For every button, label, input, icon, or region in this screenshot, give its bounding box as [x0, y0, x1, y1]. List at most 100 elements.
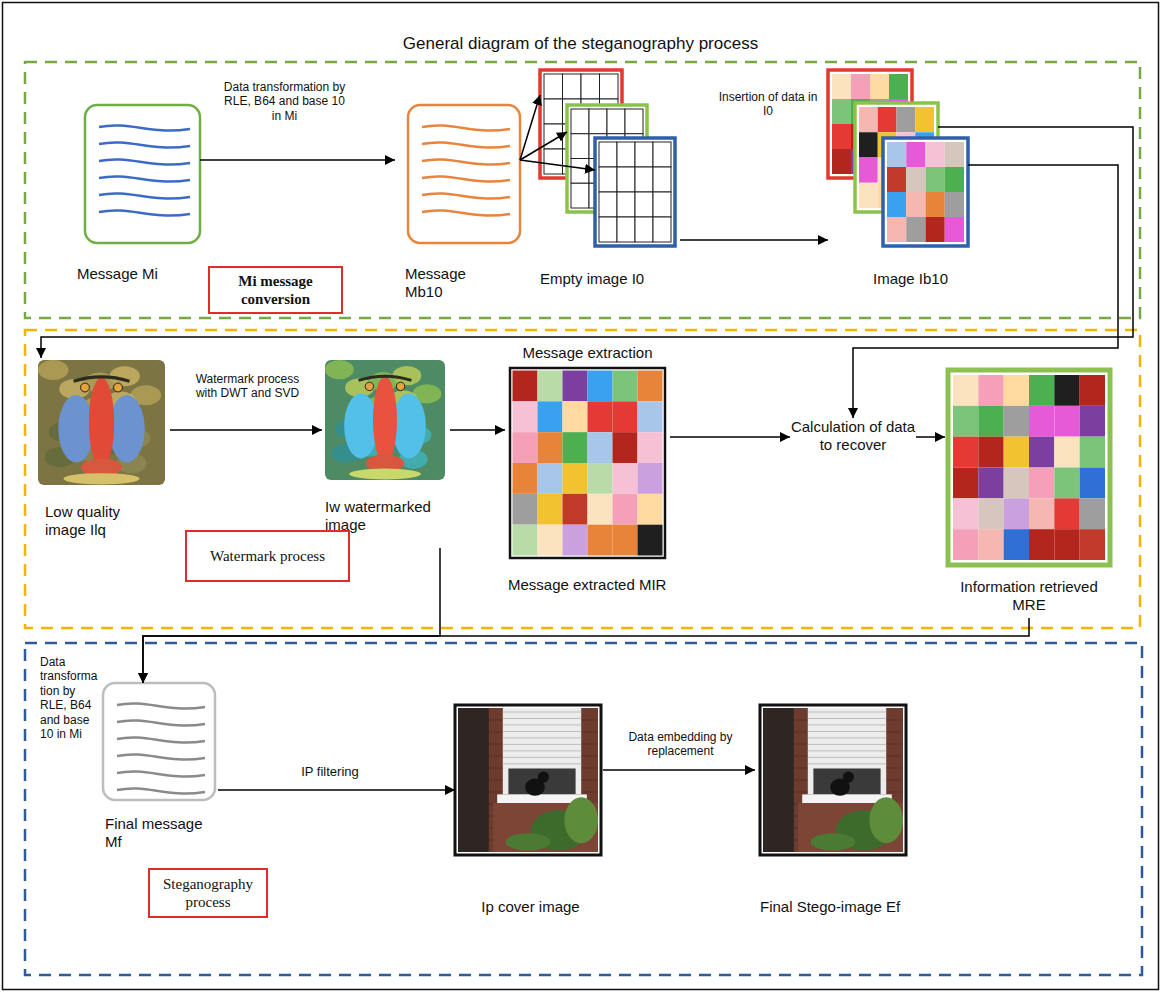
- illustration-part: [832, 149, 851, 174]
- illustration-part: [503, 718, 581, 719]
- illustration-part: [808, 718, 886, 719]
- grid-node: Information retrieved MRE: [945, 368, 1113, 618]
- illustration-part: [953, 529, 978, 560]
- illustration-part: [563, 463, 588, 494]
- illustration-part: [1080, 468, 1105, 499]
- illustration-part: [887, 167, 906, 192]
- node-caption: Iw watermarked image: [325, 498, 447, 534]
- illustration-part: [953, 498, 978, 529]
- image-stack: [540, 70, 675, 246]
- illustration-part: [613, 401, 638, 432]
- illustration-part: [563, 494, 588, 525]
- node-caption: Information retrieved MRE: [959, 578, 1099, 614]
- illustration-part: [625, 109, 643, 134]
- node-caption: Final Stego-image Ef: [760, 898, 950, 916]
- illustration-part: [763, 708, 794, 852]
- illustration-part: [859, 132, 878, 157]
- pixel-grid: [510, 368, 665, 558]
- illustration-part: [808, 708, 886, 794]
- illustration-part: [617, 142, 635, 167]
- illustration-part: [613, 494, 638, 525]
- connector: [520, 95, 595, 170]
- illustration-part: [564, 797, 598, 843]
- illustration-part: [978, 375, 1003, 406]
- connector-line: [41, 127, 1133, 358]
- illustration-part: [869, 797, 903, 843]
- illustration-part: [906, 192, 925, 217]
- illustration-part: [117, 771, 205, 776]
- pixel-grid: [948, 370, 1110, 565]
- dashed-panel: [25, 330, 1140, 628]
- illustration-part: [325, 360, 354, 379]
- illustration-part: [458, 708, 489, 852]
- illustration-part: [653, 142, 671, 167]
- illustration-part: [359, 376, 412, 380]
- illustration-part: [538, 371, 563, 402]
- illustration-part: [396, 382, 404, 390]
- image-node: Low quality image Ilq: [35, 358, 170, 553]
- process-step: Calculation of data to recover: [790, 418, 916, 456]
- illustration-part: [89, 378, 114, 468]
- illustration-part: [365, 382, 373, 390]
- illustration-part: [503, 757, 581, 758]
- baboon-image: [38, 360, 165, 485]
- illustration-part: [1080, 375, 1105, 406]
- illustration-part: [117, 754, 205, 759]
- illustration-part: [859, 107, 878, 132]
- illustration-part: [635, 192, 653, 217]
- illustration-part: [808, 731, 886, 732]
- illustration-part: [870, 74, 889, 99]
- edge-label: Data transformation by RLE, B64 and base…: [222, 80, 347, 123]
- illustration-part: [99, 210, 190, 215]
- illustration-part: [1054, 437, 1079, 468]
- connector: [143, 618, 1029, 683]
- illustration-part: [1004, 498, 1029, 529]
- illustration-part: [638, 432, 663, 463]
- illustration-part: [513, 525, 538, 556]
- illustration-part: [1080, 498, 1105, 529]
- illustration-part: [513, 401, 538, 432]
- illustration-part: [595, 138, 675, 246]
- connector-line: [853, 165, 1118, 418]
- illustration-part: [99, 193, 190, 198]
- illustration-part: [889, 74, 908, 99]
- illustration-part: [843, 772, 854, 783]
- illustration-part: [422, 125, 510, 130]
- connector: [916, 437, 945, 438]
- illustration-part: [832, 99, 851, 124]
- connector: [603, 770, 755, 771]
- illustration-part: [513, 371, 538, 402]
- illustration-part: [422, 176, 510, 181]
- illustration-part: [571, 134, 589, 159]
- document-icon: [103, 683, 215, 800]
- illustration-part: [117, 737, 205, 742]
- illustration-part: [373, 377, 397, 463]
- illustration-part: [538, 463, 563, 494]
- connector: [41, 127, 1133, 358]
- illustration-part: [859, 158, 878, 183]
- illustration-part: [1004, 406, 1029, 437]
- illustration-part: [1029, 529, 1054, 560]
- illustration-part: [1054, 498, 1079, 529]
- illustration-part: [599, 217, 617, 242]
- illustration-part: [538, 432, 563, 463]
- illustration-part: [978, 437, 1003, 468]
- node-caption: Message Mi: [77, 265, 172, 283]
- illustration-part: [832, 74, 851, 99]
- illustration-part: [422, 210, 510, 215]
- illustration-part: [503, 731, 581, 732]
- node-caption: Final message Mf: [105, 815, 213, 851]
- illustration-part: [883, 138, 968, 246]
- illustration-part: [588, 401, 613, 432]
- illustration-part: [114, 383, 123, 392]
- illustration-part: [926, 142, 945, 167]
- illustration-part: [613, 371, 638, 402]
- node-caption: Message Mb10: [405, 265, 505, 301]
- illustration-part: [1004, 468, 1029, 499]
- illustration-part: [589, 109, 607, 134]
- illustration-part: [38, 360, 68, 380]
- illustration-part: [878, 107, 897, 132]
- document-icon: [85, 105, 200, 243]
- illustration-part: [600, 74, 619, 99]
- connector: [670, 437, 790, 438]
